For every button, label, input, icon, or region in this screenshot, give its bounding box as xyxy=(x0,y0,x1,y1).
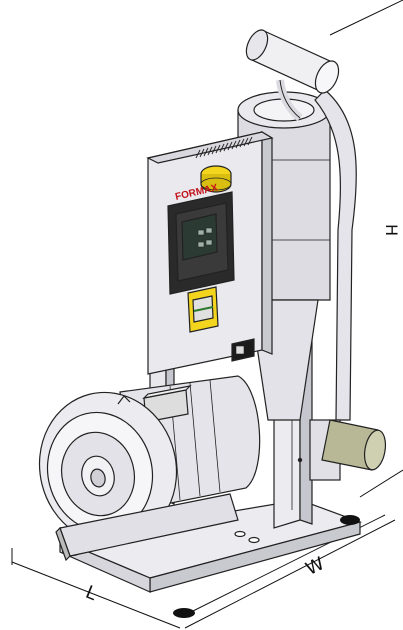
width-dimension-label: W xyxy=(303,553,328,580)
panel-button xyxy=(205,239,213,246)
foot xyxy=(340,515,360,525)
slot-hole xyxy=(248,536,260,544)
connector xyxy=(231,338,255,362)
controller-panel xyxy=(167,191,235,295)
panel-button xyxy=(197,241,205,248)
muffler xyxy=(321,419,387,471)
height-dimension-label: H xyxy=(382,224,401,236)
vent-slots xyxy=(195,136,253,159)
panel-button xyxy=(205,227,213,234)
indicator-light-icon xyxy=(200,165,232,193)
power-switch xyxy=(187,286,219,333)
inlet-tube xyxy=(245,29,340,122)
panel-button xyxy=(197,229,205,236)
blower-mount xyxy=(55,493,239,562)
slot-hole xyxy=(234,530,246,538)
foot xyxy=(173,608,195,618)
length-dimension-label: L xyxy=(82,582,99,605)
